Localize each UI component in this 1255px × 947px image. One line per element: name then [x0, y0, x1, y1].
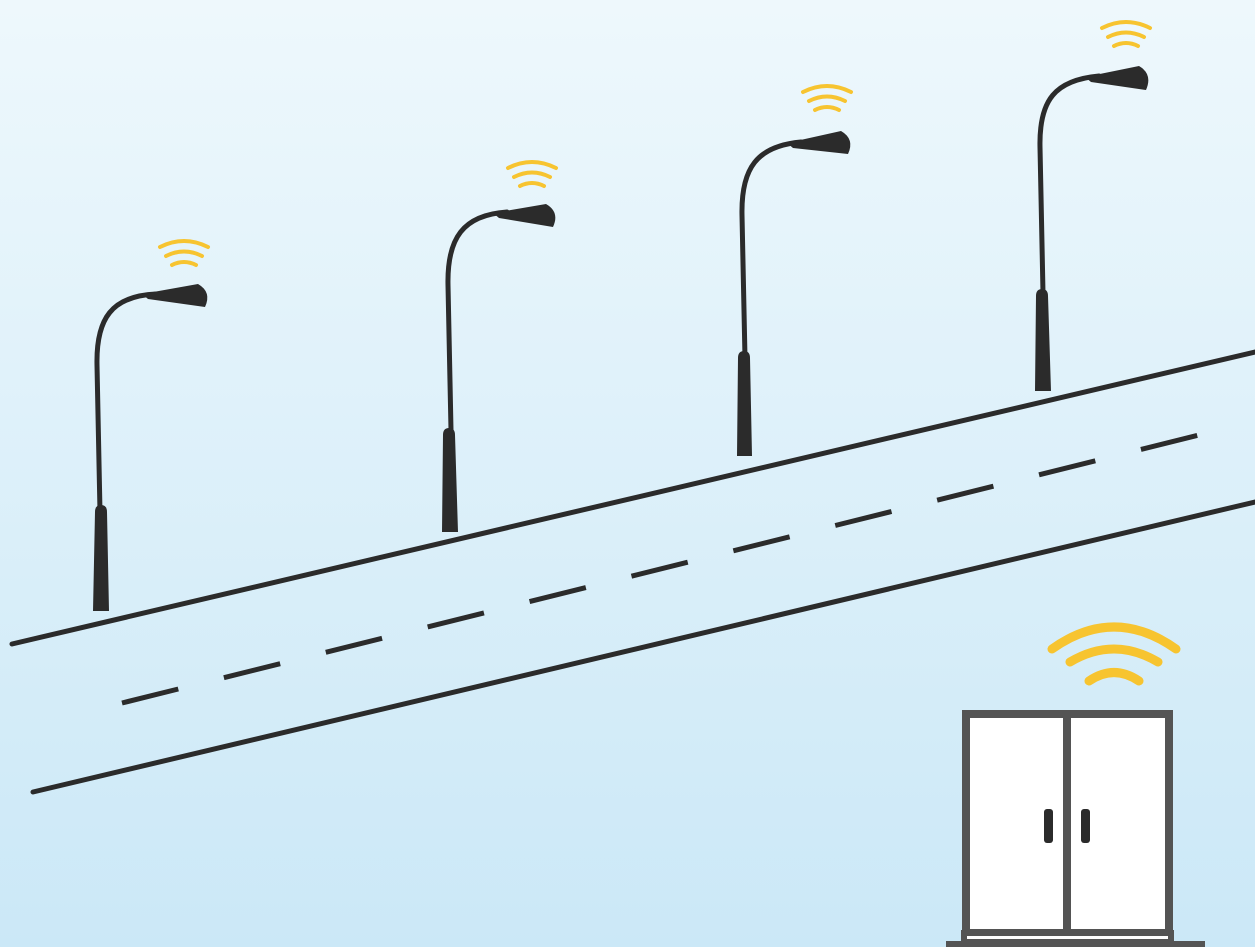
cabinet-right-handle: [1081, 809, 1090, 843]
cabinet-left-handle: [1044, 809, 1053, 843]
cabinet-base: [964, 933, 1171, 942]
control-cabinet-icon: [946, 714, 1205, 944]
